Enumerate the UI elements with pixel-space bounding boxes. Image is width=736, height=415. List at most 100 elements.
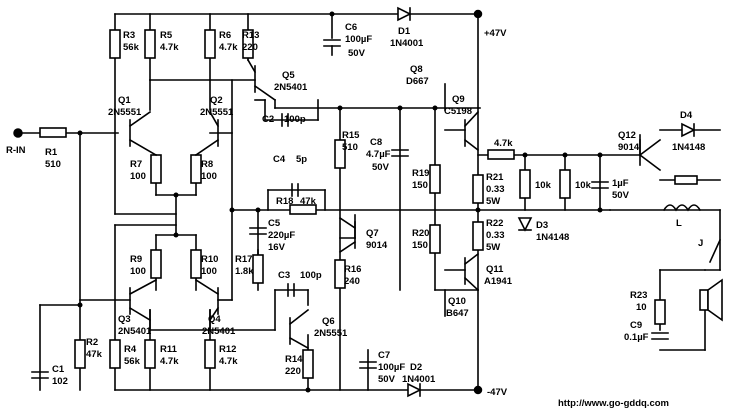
resistor-r1: [39, 127, 67, 138]
svg-text:L: L: [676, 218, 682, 229]
svg-text:2N5401: 2N5401: [118, 326, 152, 337]
svg-text:2N5551: 2N5551: [108, 107, 142, 118]
svg-text:R9: R9: [130, 254, 142, 265]
svg-text:50V: 50V: [612, 190, 630, 201]
svg-text:220µF: 220µF: [268, 230, 295, 241]
svg-text:4.7k: 4.7k: [219, 356, 238, 367]
svg-text:C8: C8: [370, 137, 382, 148]
svg-text:D2: D2: [410, 362, 422, 373]
speaker-icon: [699, 289, 709, 311]
svg-text:C7: C7: [378, 350, 390, 361]
svg-text:C5198: C5198: [444, 106, 472, 117]
svg-text:4.7k: 4.7k: [494, 138, 513, 149]
svg-text:0.33: 0.33: [486, 230, 505, 241]
svg-text:R22: R22: [486, 218, 503, 229]
svg-text:R23: R23: [630, 290, 647, 301]
svg-text:50V: 50V: [372, 162, 390, 173]
svg-text:4.7k: 4.7k: [160, 42, 179, 53]
svg-text:100: 100: [130, 266, 146, 277]
svg-text:4.7k: 4.7k: [160, 356, 179, 367]
resistor-r15: [334, 139, 346, 169]
resistor-r20: [429, 224, 441, 254]
svg-text:R1: R1: [45, 147, 58, 158]
svg-text:D1: D1: [398, 26, 411, 37]
resistor-r4: [109, 339, 121, 369]
resistor-r18: [289, 204, 317, 215]
resistor-r13: [242, 29, 254, 59]
svg-text:Q10: Q10: [448, 296, 466, 307]
svg-text:Q7: Q7: [366, 228, 379, 239]
svg-text:100: 100: [201, 171, 217, 182]
resistor-r22: [472, 221, 484, 251]
svg-text:R19: R19: [412, 168, 429, 179]
svg-text:C2: C2: [262, 114, 274, 125]
svg-text:47k: 47k: [300, 196, 317, 207]
svg-text:9014: 9014: [618, 142, 640, 153]
svg-text:Q9: Q9: [452, 94, 465, 105]
svg-text:R15: R15: [342, 130, 360, 141]
svg-text:R8: R8: [201, 159, 213, 170]
svg-text:1N4148: 1N4148: [672, 142, 705, 153]
svg-text:1N4001: 1N4001: [402, 374, 436, 385]
resistor-r3: [109, 29, 121, 59]
svg-text:R13: R13: [242, 30, 259, 41]
svg-text:100: 100: [130, 171, 146, 182]
svg-text:100µF: 100µF: [345, 34, 372, 45]
svg-text:1.8k: 1.8k: [235, 266, 254, 277]
pos-rail-terminal: [473, 9, 483, 19]
pos-supply-label: +47V: [484, 28, 507, 39]
svg-text:B647: B647: [446, 308, 469, 319]
svg-text:C4: C4: [273, 154, 286, 165]
svg-text:4.7k: 4.7k: [219, 42, 238, 53]
junctions: [13, 9, 603, 395]
svg-text:150: 150: [412, 180, 428, 191]
resistor-r5: [144, 29, 156, 59]
resistors: [39, 29, 698, 379]
input-label: R-IN: [6, 145, 26, 156]
output-network: [662, 204, 723, 322]
svg-text:5W: 5W: [486, 196, 500, 207]
resistor-r14: [302, 349, 314, 379]
svg-text:47k: 47k: [86, 349, 103, 360]
svg-text:9014: 9014: [366, 240, 388, 251]
resistor-r6: [204, 29, 216, 59]
svg-text:R5: R5: [160, 30, 173, 41]
svg-text:2N5401: 2N5401: [274, 82, 308, 93]
resistor-4k7: [487, 149, 515, 160]
svg-text:10k: 10k: [575, 180, 592, 191]
svg-text:D667: D667: [406, 76, 429, 87]
transistors: [128, 58, 641, 350]
resistor-r9: [150, 249, 162, 279]
svg-text:1N4148: 1N4148: [536, 232, 569, 243]
neg-rail-terminal: [473, 385, 483, 395]
svg-text:Q3: Q3: [118, 314, 131, 325]
svg-text:510: 510: [45, 159, 61, 170]
svg-text:50V: 50V: [378, 374, 396, 385]
svg-text:R20: R20: [412, 228, 429, 239]
svg-text:R17: R17: [235, 254, 252, 265]
svg-text:510: 510: [342, 142, 358, 153]
svg-text:D3: D3: [536, 220, 548, 231]
resistor-r7: [150, 154, 162, 184]
resistor-r16: [334, 259, 346, 289]
resistor-r11: [144, 339, 156, 369]
resistor-r2: [74, 339, 86, 369]
svg-text:5W: 5W: [486, 242, 500, 253]
svg-text:150: 150: [412, 240, 428, 251]
svg-text:100p: 100p: [300, 270, 322, 281]
svg-text:Q6: Q6: [322, 316, 335, 327]
svg-text:16V: 16V: [268, 242, 286, 253]
svg-text:R10: R10: [201, 254, 218, 265]
svg-text:50V: 50V: [348, 48, 366, 59]
svg-text:Q2: Q2: [210, 95, 223, 106]
svg-text:Q1: Q1: [118, 95, 131, 106]
svg-text:5p: 5p: [296, 154, 307, 165]
svg-text:D4: D4: [680, 110, 693, 121]
svg-text:R6: R6: [219, 30, 231, 41]
svg-text:R14: R14: [285, 354, 303, 365]
svg-text:C3: C3: [278, 270, 290, 281]
svg-text:100µF: 100µF: [378, 362, 405, 373]
svg-text:R12: R12: [219, 344, 236, 355]
svg-text:102: 102: [52, 376, 68, 387]
svg-text:220: 220: [285, 366, 301, 377]
